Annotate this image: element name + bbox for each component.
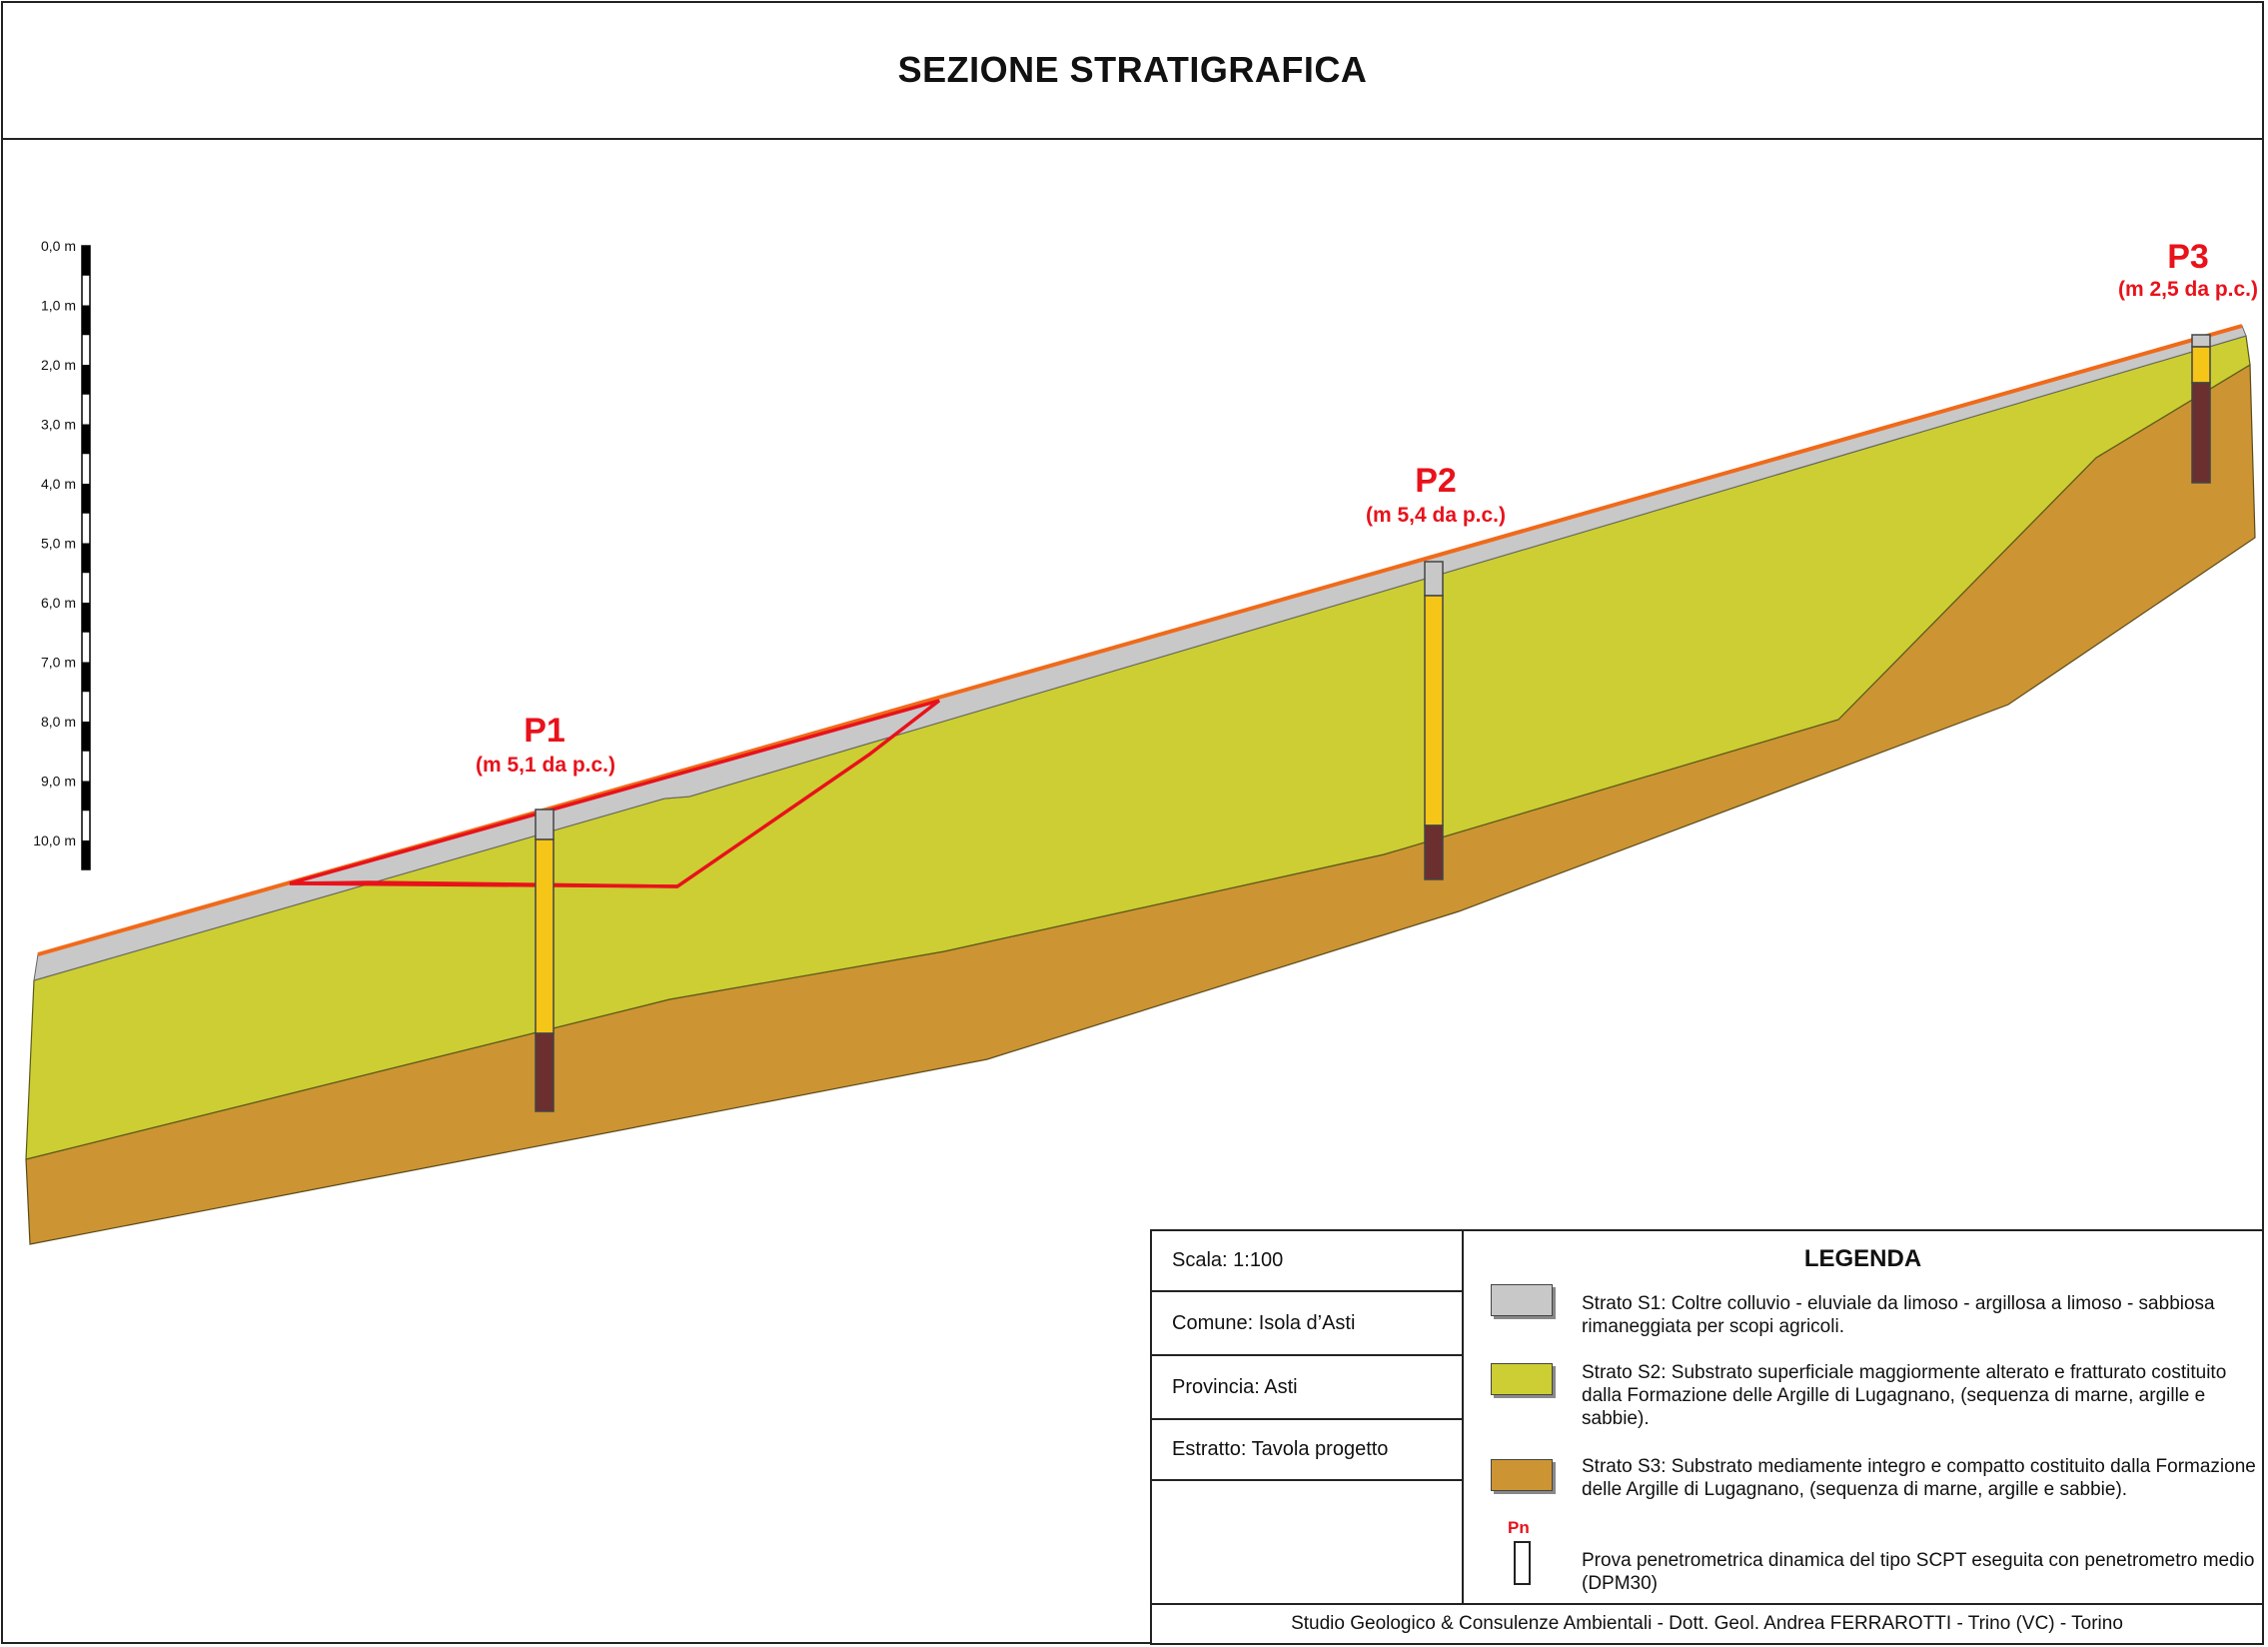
scale-bar-label: 4,0 m	[41, 476, 76, 492]
legend-text-s3: Strato S3: Substrato mediamente integro …	[1582, 1456, 2256, 1500]
info-provincia: Provincia: Asti	[1152, 1356, 1462, 1420]
layer-s2	[25, 335, 2251, 1160]
probe-p1-s2	[535, 838, 555, 1034]
scale-bar-segment	[82, 305, 90, 336]
probe-p3-name: P3	[2167, 238, 2209, 276]
landslide-base-line	[289, 881, 678, 888]
title-bar: SEZIONE STRATIGRAFICA	[1, 1, 2264, 140]
scale-bar-label: 8,0 m	[41, 714, 76, 730]
legend-text-probe: Prova penetrometrica dinamica del tipo S…	[1582, 1550, 2255, 1594]
probe-p3-s3	[2191, 382, 2211, 484]
scale-bar-segment	[82, 722, 90, 752]
scale-bar-segment	[82, 484, 90, 514]
info-comune: Comune: Isola d’Asti	[1152, 1292, 1462, 1356]
legend-title: LEGENDA	[1803, 1245, 1922, 1272]
scale-bar-label: 9,0 m	[41, 774, 76, 790]
probe-p2-depth: (m 5,4 da p.c.)	[1366, 504, 1506, 527]
scale-bar-segment	[82, 365, 90, 395]
scale-bar-segment	[82, 603, 90, 633]
probe-p3: P3 (m 2,5 da p.c.)	[2118, 238, 2258, 484]
info-estratto: Estratto: Tavola progetto	[1152, 1420, 1462, 1481]
probe-p2-s2	[1424, 595, 1444, 826]
legend-column: LEGENDA Strato S1: Coltre colluvio - elu…	[1464, 1231, 2262, 1603]
probe-p3-s1	[2191, 334, 2211, 348]
info-column: Scala: 1:100 Comune: Isola d’Asti Provin…	[1152, 1231, 1464, 1603]
scale-bar-label: 6,0 m	[41, 595, 76, 611]
legend-text-s1: Strato S1: Coltre colluvio - eluviale da…	[1582, 1293, 2215, 1337]
probe-p2: P2 (m 5,4 da p.c.)	[1366, 462, 1506, 880]
scale-bar-segment	[82, 246, 90, 276]
scale-bar-segment	[82, 543, 90, 574]
probe-p1-depth: (m 5,1 da p.c.)	[476, 754, 615, 777]
probe-symbol-icon	[1514, 1541, 1531, 1585]
scale-bar-label: 0,0 m	[41, 238, 76, 254]
legend-text-s2: Strato S2: Substrato superficiale maggio…	[1582, 1362, 2227, 1429]
probe-p2-name: P2	[1415, 462, 1457, 500]
footer-credits: Studio Geologico & Consulenze Ambientali…	[1152, 1603, 2262, 1643]
scale-bar-segment	[82, 424, 90, 455]
probe-p1-name: P1	[524, 712, 566, 750]
legend-swatch-s1	[1491, 1284, 1553, 1316]
scale-bar-segment	[82, 781, 90, 812]
probe-p1: P1 (m 5,1 da p.c.)	[476, 712, 615, 1112]
legend-box: Scala: 1:100 Comune: Isola d’Asti Provin…	[1150, 1229, 2264, 1645]
probe-p2-s3	[1424, 824, 1444, 880]
probe-p3-depth: (m 2,5 da p.c.)	[2118, 278, 2258, 301]
scale-bar-segment	[82, 840, 90, 869]
scale-bar-label: 5,0 m	[41, 536, 76, 552]
scale-bar-label: 10,0 m	[33, 832, 76, 848]
probe-p1-s3	[535, 1032, 555, 1112]
scale-bar-segment	[82, 662, 90, 693]
probe-p3-s2	[2191, 346, 2211, 384]
legend-swatch-s2	[1491, 1363, 1553, 1395]
vertical-scale-bar: 0,0 m 1,0 m 2,0 m 3,0 m 4,0 m 5,0 m 6,0 m 7,0 m…	[33, 238, 91, 870]
scale-bar-label: 2,0 m	[41, 357, 76, 373]
scale-bar-label: 1,0 m	[41, 298, 76, 314]
legend-pn-label: Pn	[1508, 1518, 1530, 1537]
probe-p1-s1	[535, 809, 555, 840]
page-title: SEZIONE STRATIGRAFICA	[897, 48, 1368, 90]
scale-bar-label: 3,0 m	[41, 417, 76, 433]
legend-swatch-s3	[1491, 1459, 1553, 1491]
scale-bar-label: 7,0 m	[41, 655, 76, 671]
probe-p2-s1	[1424, 561, 1444, 597]
info-scala: Scala: 1:100	[1152, 1231, 1462, 1292]
